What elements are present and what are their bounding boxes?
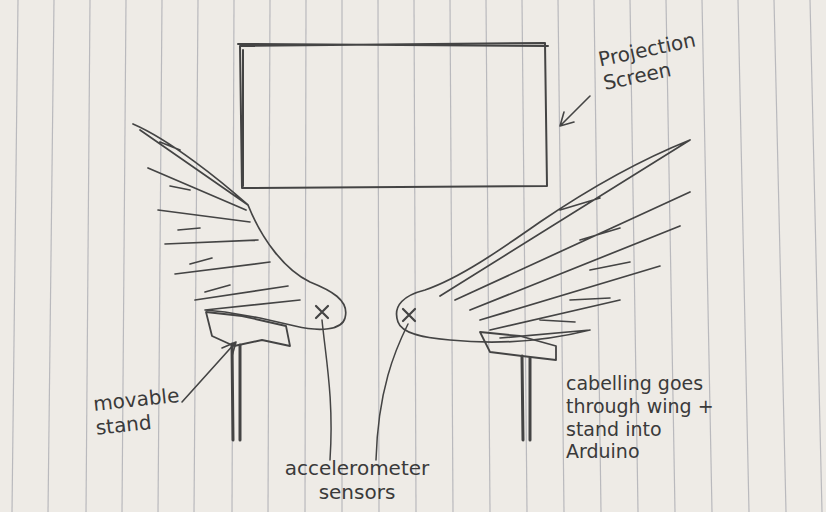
paper-lines <box>12 0 822 512</box>
cabling-note: cabelling goes through wing + stand into… <box>566 372 716 463</box>
screen-arrow <box>560 96 590 126</box>
sensor-leader <box>376 324 408 460</box>
right-stand <box>522 356 530 440</box>
right-wing-flap <box>480 332 556 360</box>
sensor-mark <box>316 306 328 318</box>
left-wing-flap <box>206 312 290 346</box>
screen-label: Projection Screen <box>596 17 753 95</box>
stand-label: movable stand <box>92 382 196 440</box>
right-wing <box>397 140 690 342</box>
sensor-label: accelerometer sensors <box>262 456 452 504</box>
sensor-mark <box>403 309 415 321</box>
left-stand <box>232 344 240 440</box>
stand-arrow <box>182 342 236 402</box>
sensor-leader <box>322 320 331 460</box>
projection-screen <box>238 43 548 188</box>
left-wing <box>133 124 346 329</box>
